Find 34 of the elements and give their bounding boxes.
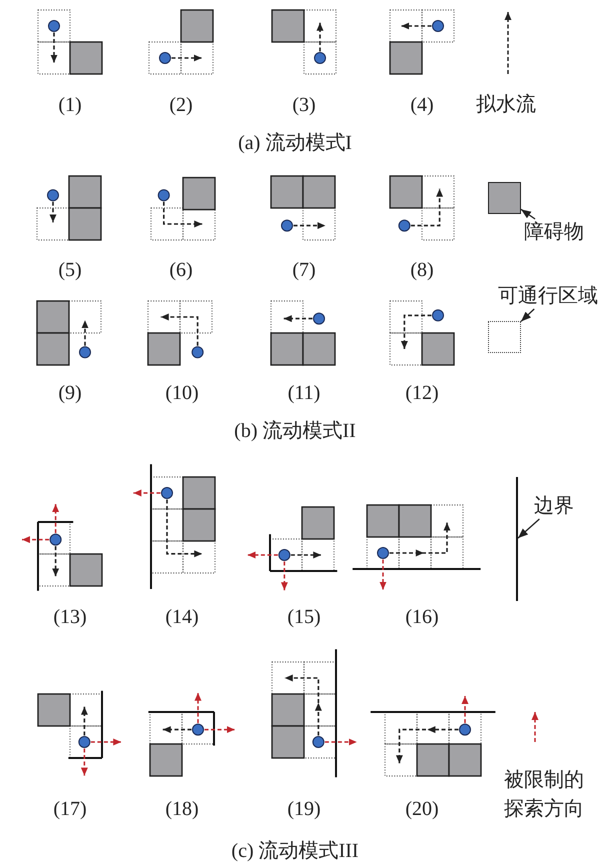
panel-number: (3) <box>292 93 316 117</box>
section-caption: (c) 流动模式III <box>231 839 359 862</box>
panel-number: (7) <box>292 258 316 282</box>
panel-number: (10) <box>165 381 199 405</box>
boundary-line <box>516 477 518 601</box>
panel-number: (20) <box>405 797 439 821</box>
leader-arrow <box>518 518 540 539</box>
panel-number: (5) <box>58 258 82 282</box>
leader-arrow <box>520 208 536 220</box>
panel-number: (14) <box>165 605 199 629</box>
legend-label: 边界 <box>532 493 576 519</box>
panel-number: (1) <box>58 93 82 117</box>
panel-number: (4) <box>410 93 434 117</box>
legend-text: 拟水流 <box>476 92 537 118</box>
leader-arrow <box>520 308 535 322</box>
panel-number: (2) <box>169 93 193 117</box>
obstacle-square <box>488 182 521 214</box>
panel-number: (8) <box>410 258 434 282</box>
passable-square <box>488 321 521 353</box>
panel-number: (11) <box>288 381 320 405</box>
section-caption: (a) 流动模式I <box>238 131 352 155</box>
legend-text: 被限制的探索方向 <box>504 768 585 822</box>
panel-number: (16) <box>405 605 439 629</box>
panel-number: (12) <box>405 381 439 405</box>
panel-number: (6) <box>169 258 193 282</box>
legend-label: 可通行区域 <box>496 283 600 309</box>
panel-number: (17) <box>53 797 87 821</box>
legend-label: 障碍物 <box>521 219 587 245</box>
section-caption: (b) 流动模式II <box>234 419 356 443</box>
panel-number: (13) <box>53 605 87 629</box>
panel-number: (19) <box>287 797 321 821</box>
panel-number: (18) <box>165 797 199 821</box>
panel-number: (15) <box>287 605 321 629</box>
panel-number: (9) <box>58 381 82 405</box>
